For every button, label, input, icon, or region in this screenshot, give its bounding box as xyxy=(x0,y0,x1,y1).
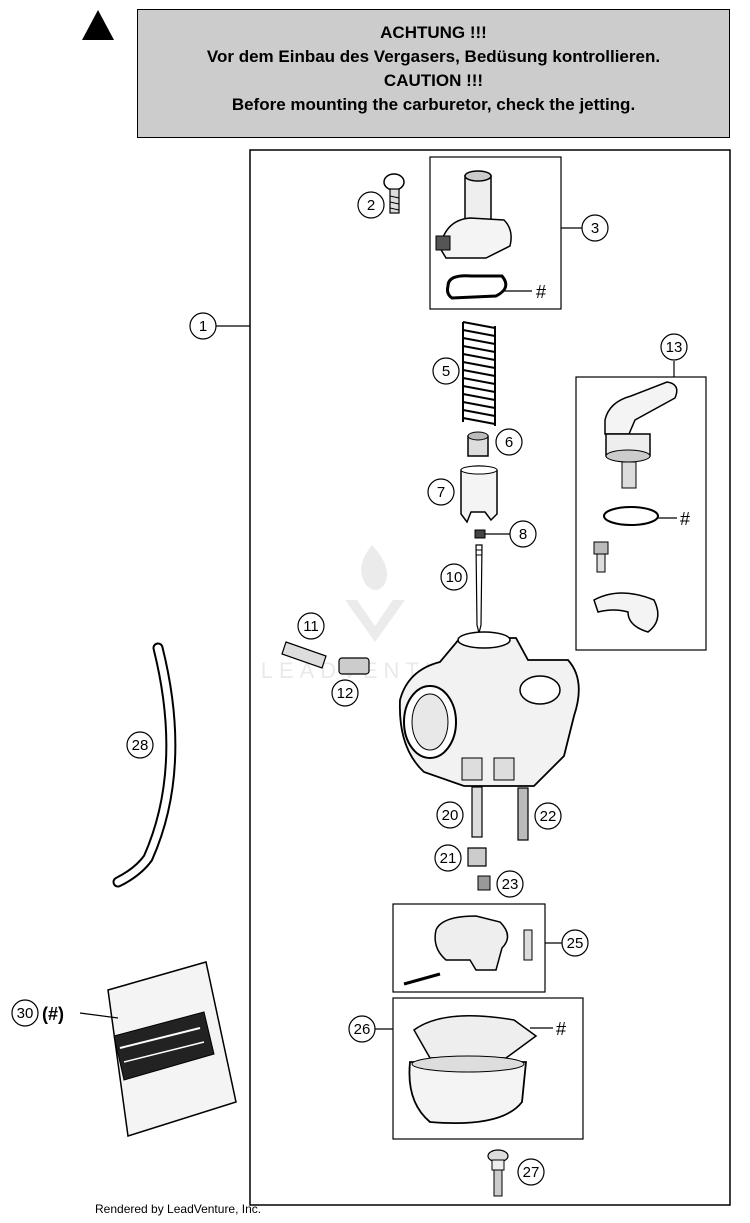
svg-text:10: 10 xyxy=(446,569,463,586)
callout-13[interactable]: 13 xyxy=(660,333,688,361)
svg-text:7: 7 xyxy=(437,484,445,501)
part-26-group-box xyxy=(392,997,584,1140)
main-jet-part-21 xyxy=(467,847,487,867)
callout-21[interactable]: 21 xyxy=(434,844,462,872)
o-ring-marker-13: # xyxy=(680,509,690,529)
spring-part-5 xyxy=(462,321,496,426)
svg-text:3: 3 xyxy=(591,220,599,237)
svg-text:5: 5 xyxy=(442,363,450,380)
svg-text:8: 8 xyxy=(519,526,527,543)
o-ring-part-13 xyxy=(603,506,659,526)
callout-3[interactable]: 3 xyxy=(581,214,609,242)
callout-8[interactable]: 8 xyxy=(509,520,537,548)
callout-5[interactable]: 5 xyxy=(432,357,460,385)
callout-30[interactable]: 30 xyxy=(11,999,39,1027)
svg-text:1: 1 xyxy=(199,318,207,335)
warning-triangle-icon xyxy=(82,10,114,40)
clip-part-8 xyxy=(474,529,486,539)
bolt-part-27 xyxy=(487,1149,509,1197)
callout-20[interactable]: 20 xyxy=(436,801,464,829)
svg-text:25: 25 xyxy=(567,935,584,952)
part-13-group-box xyxy=(575,376,707,651)
float-bowl-part-26 xyxy=(408,1015,538,1125)
svg-text:30: 30 xyxy=(17,1005,34,1022)
screw-part-13 xyxy=(593,541,609,573)
svg-text:22: 22 xyxy=(540,808,557,825)
part-3-group-box xyxy=(429,156,562,310)
callout-22[interactable]: 22 xyxy=(534,802,562,830)
callout-6[interactable]: 6 xyxy=(495,428,523,456)
svg-text:12: 12 xyxy=(337,685,354,702)
callout-12[interactable]: 12 xyxy=(331,679,359,707)
caution-line-en-title: CAUTION !!! xyxy=(383,71,484,90)
callout-1[interactable]: 1 xyxy=(189,312,217,340)
retainer-part-6 xyxy=(467,431,489,457)
callout-23[interactable]: 23 xyxy=(496,870,524,898)
callout-10[interactable]: 10 xyxy=(440,563,468,591)
callout-11[interactable]: 11 xyxy=(297,612,325,640)
pilot-jet-part-23 xyxy=(477,875,491,891)
throttle-slide-part-7 xyxy=(460,465,498,524)
carburetor-body xyxy=(399,631,580,787)
cap-part-3 xyxy=(435,170,512,259)
svg-text:13: 13 xyxy=(666,339,683,356)
callout-26[interactable]: 26 xyxy=(348,1015,376,1043)
caution-line-en-text: Before mounting the carburetor, check th… xyxy=(231,95,636,114)
callout-27[interactable]: 27 xyxy=(517,1158,545,1186)
jet-tube-part-20 xyxy=(471,786,483,838)
gasket-marker-26: # xyxy=(556,1019,566,1039)
footer-credit: Rendered by LeadVenture, Inc. xyxy=(95,1202,262,1216)
callout-7[interactable]: 7 xyxy=(427,478,455,506)
jet-kit-bag-part-30 xyxy=(107,961,237,1137)
svg-text:28: 28 xyxy=(132,737,149,754)
fuel-hose-part-28 xyxy=(112,642,177,888)
part-25-group-box xyxy=(392,903,546,993)
callout-2[interactable]: 2 xyxy=(357,191,385,219)
gasket-marker-3: # xyxy=(536,282,546,302)
svg-text:20: 20 xyxy=(442,807,459,824)
caution-line-de-text: Vor dem Einbau des Vergasers, Bedüsung k… xyxy=(206,47,661,66)
adjust-screw-part-11 xyxy=(281,641,327,669)
needle-part-10 xyxy=(475,544,483,634)
bracket-part-13 xyxy=(593,592,659,633)
needle-jet-part-22 xyxy=(517,787,529,841)
caution-line-de-title: ACHTUNG !!! xyxy=(380,23,487,42)
callout-28[interactable]: 28 xyxy=(126,731,154,759)
svg-text:6: 6 xyxy=(505,434,513,451)
svg-text:21: 21 xyxy=(440,850,457,867)
svg-text:23: 23 xyxy=(502,876,519,893)
screw-part-2 xyxy=(383,173,405,214)
gasket-part-3 xyxy=(446,274,508,300)
carburetor-assembly-frame xyxy=(249,149,731,1206)
svg-text:2: 2 xyxy=(367,197,375,214)
callout-25[interactable]: 25 xyxy=(561,929,589,957)
svg-text:11: 11 xyxy=(303,618,319,635)
svg-text:26: 26 xyxy=(354,1021,371,1038)
jet-kit-marker-30: (#) xyxy=(42,1004,64,1024)
caution-notice: ACHTUNG !!! Vor dem Einbau des Vergasers… xyxy=(137,9,730,138)
svg-text:27: 27 xyxy=(523,1164,540,1181)
choke-lever-part-13 xyxy=(604,381,678,489)
float-part-25 xyxy=(403,915,533,986)
spring-part-12 xyxy=(338,657,370,675)
